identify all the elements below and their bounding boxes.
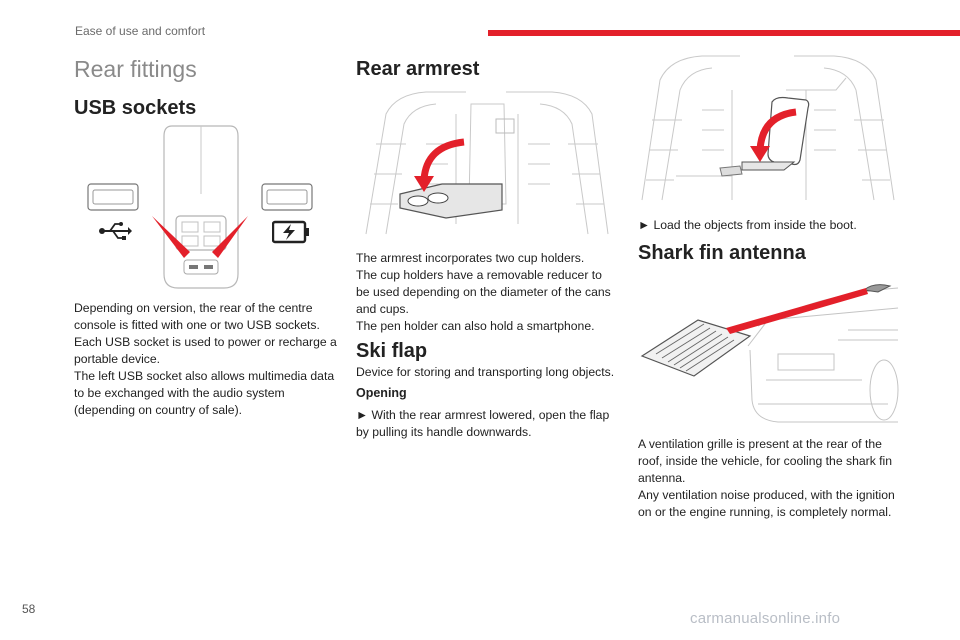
ski-flap-step-2: ► Load the objects from inside the boot.: [638, 218, 857, 232]
armrest-paragraph-2: The cup holders have a removable reducer…: [356, 268, 611, 316]
armrest-paragraph-1: The armrest incorporates two cup holders…: [356, 251, 585, 265]
usb-paragraph-1: Depending on version, the rear of the ce…: [74, 301, 320, 332]
usb-sockets-illustration: [80, 124, 320, 294]
armrest-description: The armrest incorporates two cup holders…: [356, 250, 618, 335]
usb-paragraph-2: Each USB socket is used to power or rech…: [74, 335, 337, 366]
ski-flap-heading: Ski flap: [356, 340, 428, 362]
ski-flap-step-1: ► With the rear armrest lowered, open th…: [356, 408, 610, 439]
page-number: 58: [22, 602, 36, 616]
shark-fin-antenna-illustration: [638, 280, 900, 432]
watermark: carmanualsonline.info: [690, 610, 841, 627]
ski-flap-illustration: [636, 50, 900, 214]
usb-sockets-heading: USB sockets: [74, 97, 197, 119]
opening-subheading: Opening: [356, 386, 407, 400]
usb-icon: [98, 220, 132, 242]
header-accent-bar: [488, 30, 960, 36]
ski-flap-intro: Device for storing and transporting long…: [356, 365, 615, 379]
armrest-paragraph-3: The pen holder can also hold a smartphon…: [356, 319, 595, 333]
page-title: Rear fittings: [74, 56, 197, 82]
antenna-paragraph-2: Any ventilation noise produced, with the…: [638, 488, 895, 519]
rear-armrest-illustration: [356, 84, 618, 246]
shark-fin-antenna-heading: Shark fin antenna: [638, 242, 806, 264]
antenna-description: A ventilation grille is present at the r…: [638, 436, 900, 521]
battery-charging-icon: [272, 220, 310, 244]
usb-paragraph-3: The left USB socket also allows multimed…: [74, 369, 335, 417]
usb-description: Depending on version, the rear of the ce…: [74, 300, 342, 419]
rear-armrest-heading: Rear armrest: [356, 58, 480, 80]
antenna-paragraph-1: A ventilation grille is present at the r…: [638, 437, 893, 485]
running-header: Ease of use and comfort: [75, 24, 206, 38]
